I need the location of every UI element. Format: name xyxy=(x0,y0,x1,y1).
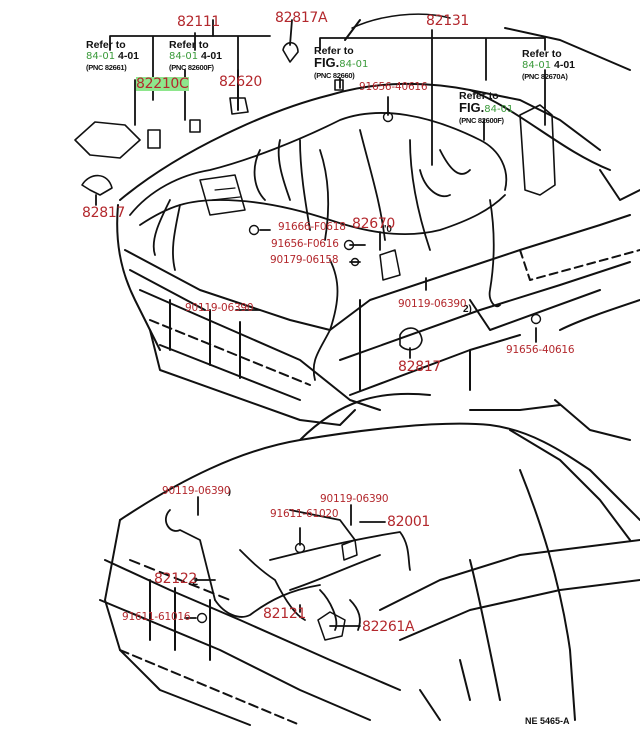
part-label-82131[interactable]: 82131 xyxy=(426,13,470,29)
stray-mark: 2 xyxy=(192,576,198,588)
upper-leader-lines xyxy=(95,19,546,359)
refer-lead: Refer to xyxy=(86,39,126,51)
refer-block-pnc-82600f-right: Refer to FIG.84-01 (PNC 82600F) xyxy=(459,91,513,126)
refer-lead: Refer to xyxy=(169,39,209,51)
illustration-code: NE 5465-A xyxy=(525,716,570,726)
refer-fig-prefix: FIG. xyxy=(314,55,340,70)
lower-leader-lines xyxy=(184,496,386,627)
part-label-91656-40616[interactable]: 91656-40616 xyxy=(506,344,575,356)
part-label-82817-right[interactable]: 82817 xyxy=(398,359,442,375)
relay-a xyxy=(189,119,201,133)
refer-suffix: 4-01 xyxy=(117,50,139,62)
refer-pnc: (PNC 82660) xyxy=(314,71,355,80)
stray-mark: 2) xyxy=(463,304,472,315)
part-label-82122[interactable]: 82122 xyxy=(154,571,198,587)
stray-mark: ) xyxy=(228,486,231,496)
part-label-91611-61016[interactable]: 91611-61016 xyxy=(122,611,191,623)
part-label-91666-f0618[interactable]: 91666-F0618 xyxy=(278,221,346,233)
grommet-82817-left xyxy=(81,174,113,196)
part-label-82210c[interactable]: 82210C xyxy=(136,76,189,92)
figure-link-84-01[interactable]: 84-01 xyxy=(339,59,369,70)
part-label-82001[interactable]: 82001 xyxy=(387,514,431,530)
upper-components xyxy=(74,41,556,351)
part-label-82670[interactable]: 82670 xyxy=(352,216,396,232)
refer-block-pnc-82670a: Refer to 84-01 4-01 (PNC 82670A) xyxy=(522,49,575,82)
part-label-82111[interactable]: 82111 xyxy=(177,14,221,30)
part-label-90119-06390[interactable]: 90119-06390 xyxy=(320,493,389,505)
relay-82620 xyxy=(229,97,249,115)
refer-pnc: (PNC 82600F) xyxy=(459,116,504,125)
grommet-82817a xyxy=(282,41,299,63)
refer-suffix: 4-01 xyxy=(553,59,575,71)
part-label-91656-f0616[interactable]: 91656-F0616 xyxy=(271,238,339,250)
stray-mark: '0 xyxy=(384,224,392,235)
part-label-82817a[interactable]: 82817A xyxy=(275,10,328,26)
grommet-82817-right xyxy=(399,327,423,351)
part-label-82817-left[interactable]: 82817 xyxy=(82,205,126,221)
refer-lead: Refer to xyxy=(459,90,499,102)
refer-pnc: (PNC 82661) xyxy=(86,63,127,72)
refer-block-pnc-82661: Refer to 84-01 4-01 (PNC 82661) xyxy=(86,40,139,73)
part-label-82261a[interactable]: 82261A xyxy=(362,619,415,635)
part-label-82620[interactable]: 82620 xyxy=(219,74,263,90)
refer-suffix: 4-01 xyxy=(200,50,222,62)
refer-fig-prefix: FIG. xyxy=(459,100,485,115)
part-label-90119-06390[interactable]: 90119-06390 xyxy=(162,485,231,497)
figure-link-84-01[interactable]: 84-01 xyxy=(522,60,552,71)
junction-block xyxy=(519,104,556,196)
refer-lead: Refer to xyxy=(314,45,354,57)
part-label-90119-06390[interactable]: 90119-06390 xyxy=(398,298,467,310)
part-label-91611-61020[interactable]: 91611-61020 xyxy=(270,508,339,520)
refer-pnc: (PNC 82670A) xyxy=(522,72,568,81)
upper-vehicle-body xyxy=(116,13,640,426)
lower-vehicle-body xyxy=(99,392,640,726)
upper-wire-harness xyxy=(129,112,508,381)
part-label-82121[interactable]: 82121 xyxy=(263,606,307,622)
relay-82210c xyxy=(147,129,161,149)
part-label-90119-06390[interactable]: 90119-06390 xyxy=(185,302,254,314)
refer-lead: Refer to xyxy=(522,48,562,60)
figure-link-84-01[interactable]: 84-01 xyxy=(169,51,199,62)
figure-link-84-01[interactable]: 84-01 xyxy=(484,104,514,115)
part-label-91656-40616[interactable]: 91656-40616 xyxy=(359,81,428,93)
refer-block-pnc-82660: Refer to FIG.84-01 (PNC 82660) xyxy=(314,46,368,81)
refer-pnc: (PNC 82600F) xyxy=(169,63,214,72)
refer-block-pnc-82600f-left: Refer to 84-01 4-01 (PNC 82600F) xyxy=(169,40,222,73)
fuse-box-cover xyxy=(74,121,141,159)
part-label-90179-06158[interactable]: 90179-06158 xyxy=(270,254,339,266)
figure-link-84-01[interactable]: 84-01 xyxy=(86,51,116,62)
